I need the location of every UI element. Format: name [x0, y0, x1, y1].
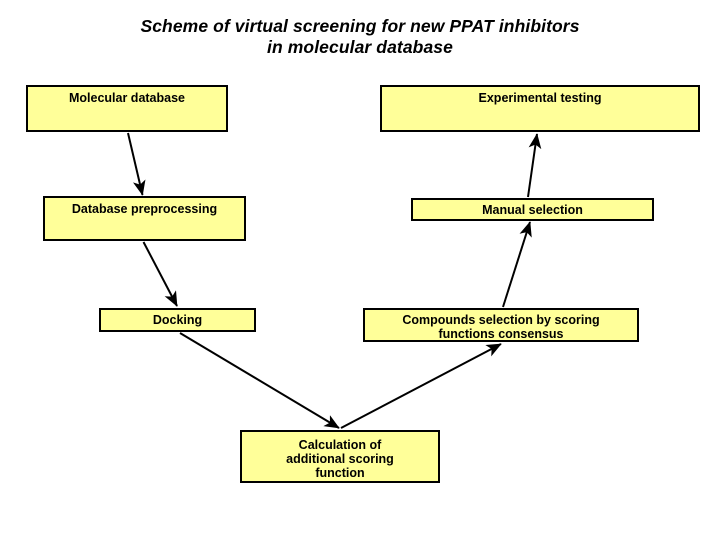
node-calculation[interactable]: Calculation of additional scoring functi…: [240, 430, 440, 483]
node-database-preprocessing[interactable]: Database preprocessing: [43, 196, 246, 241]
arrow-molecular-database-to-database-preprocessing: [127, 132, 146, 196]
node-docking[interactable]: Docking: [99, 308, 256, 332]
node-compounds-selection[interactable]: Compounds selection by scoring functions…: [363, 308, 639, 342]
node-manual-selection[interactable]: Manual selection: [411, 198, 654, 221]
arrow-database-preprocessing-to-docking: [142, 241, 178, 307]
arrow-docking-to-calculation: [179, 332, 340, 429]
node-experimental-testing[interactable]: Experimental testing: [380, 85, 700, 132]
page-title: Scheme of virtual screening for new PPAT…: [140, 16, 580, 57]
arrow-calculation-to-compounds-selection: [340, 343, 502, 429]
arrow-compounds-selection-to-manual-selection: [502, 221, 532, 308]
arrow-manual-selection-to-experimental-testing: [527, 133, 542, 198]
node-molecular-database[interactable]: Molecular database: [26, 85, 228, 132]
